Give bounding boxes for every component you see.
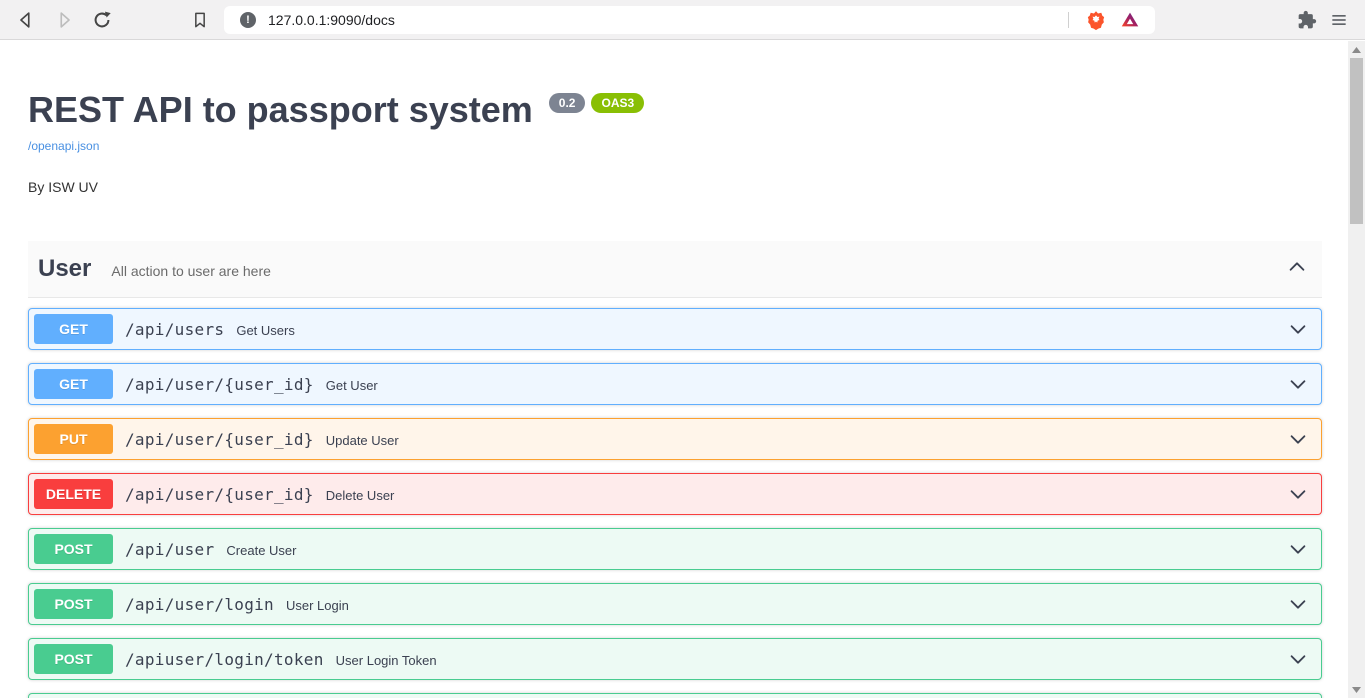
operations-list: GET /api/users Get Users GET /api/user/{… — [28, 308, 1322, 698]
chevron-down-icon[interactable] — [1287, 648, 1309, 670]
endpoint-summary: Create User — [226, 542, 297, 558]
endpoint-path: /api/user/login — [125, 594, 274, 614]
chevron-up-icon[interactable] — [1286, 256, 1308, 283]
back-icon[interactable] — [14, 8, 38, 32]
extensions-puzzle-icon[interactable] — [1295, 8, 1319, 32]
method-badge: POST — [34, 589, 113, 619]
reload-icon[interactable] — [90, 8, 114, 32]
method-badge: GET — [34, 369, 113, 399]
forward-icon[interactable] — [52, 8, 76, 32]
operation-row[interactable]: PUT /api/user/{user_id} Update User — [28, 418, 1322, 460]
openapi-spec-link[interactable]: /openapi.json — [28, 139, 100, 153]
endpoint-summary: User Login Token — [335, 652, 437, 668]
method-badge: PUT — [34, 424, 113, 454]
menu-icon[interactable] — [1327, 8, 1351, 32]
endpoint-path: /api/user/{user_id} — [125, 374, 314, 394]
api-title-row: REST API to passport system 0.2 OAS3 — [28, 89, 1322, 131]
tag-name: User — [38, 255, 92, 282]
tag-description: All action to user are here — [111, 263, 271, 279]
endpoint-path: /apiuser/login/token — [125, 649, 324, 669]
method-badge: GET — [34, 314, 113, 344]
oas3-badge: OAS3 — [591, 93, 645, 113]
browser-toolbar: ! 127.0.0.1:9090/docs — [0, 0, 1365, 40]
urlbar-divider — [1068, 11, 1069, 28]
chevron-down-icon[interactable] — [1287, 538, 1309, 560]
method-badge: DELETE — [34, 479, 113, 509]
endpoint-summary: Delete User — [325, 487, 395, 503]
scroll-down-icon[interactable] — [1348, 681, 1365, 698]
endpoint-summary: User Login — [286, 597, 349, 613]
tag-header-user[interactable]: User All action to user are here — [28, 241, 1322, 298]
operation-row[interactable]: POST /apiuser/login/token User Login Tok… — [28, 638, 1322, 680]
chevron-down-icon[interactable] — [1287, 428, 1309, 450]
site-info-icon[interactable]: ! — [240, 11, 256, 28]
scroll-up-icon[interactable] — [1348, 41, 1365, 58]
chevron-down-icon[interactable] — [1287, 483, 1309, 505]
chevron-down-icon[interactable] — [1287, 373, 1309, 395]
endpoint-summary: Get Users — [236, 322, 295, 338]
endpoint-path: /api/users — [125, 319, 225, 339]
endpoint-summary: Update User — [325, 432, 399, 448]
page-viewport: REST API to passport system 0.2 OAS3 /op… — [0, 41, 1348, 698]
address-bar[interactable]: ! 127.0.0.1:9090/docs — [224, 5, 1155, 34]
endpoint-path: /api/user/{user_id} — [125, 429, 314, 449]
scrollbar-thumb[interactable] — [1350, 58, 1363, 224]
tag-section-user: User All action to user are here GET /ap… — [28, 241, 1322, 698]
brave-shield-icon[interactable] — [1085, 9, 1107, 31]
operation-row[interactable]: POST /api/user Create User — [28, 528, 1322, 570]
operation-row[interactable]: DELETE /api/user/{user_id} Delete User — [28, 473, 1322, 515]
title-badges: 0.2 OAS3 — [543, 93, 645, 113]
endpoint-path: /api/user — [125, 539, 215, 559]
chevron-down-icon[interactable] — [1287, 593, 1309, 615]
vertical-scrollbar[interactable] — [1348, 41, 1365, 698]
operation-row[interactable]: GET /api/users Get Users — [28, 308, 1322, 350]
version-badge: 0.2 — [548, 93, 586, 113]
method-badge: POST — [34, 644, 113, 674]
operation-row[interactable]: POST — [28, 693, 1322, 698]
swagger-content: REST API to passport system 0.2 OAS3 /op… — [0, 41, 1348, 698]
endpoint-path: /api/user/{user_id} — [125, 484, 314, 504]
chevron-down-icon[interactable] — [1287, 318, 1309, 340]
bookmark-icon[interactable] — [188, 8, 212, 32]
method-badge: POST — [34, 534, 113, 564]
bat-rewards-icon[interactable] — [1119, 9, 1141, 31]
operation-row[interactable]: GET /api/user/{user_id} Get User — [28, 363, 1322, 405]
api-author: By ISW UV — [28, 179, 99, 195]
page-title: REST API to passport system — [28, 89, 533, 130]
url-text[interactable]: 127.0.0.1:9090/docs — [268, 11, 395, 28]
operation-row[interactable]: POST /api/user/login User Login — [28, 583, 1322, 625]
endpoint-summary: Get User — [325, 377, 378, 393]
